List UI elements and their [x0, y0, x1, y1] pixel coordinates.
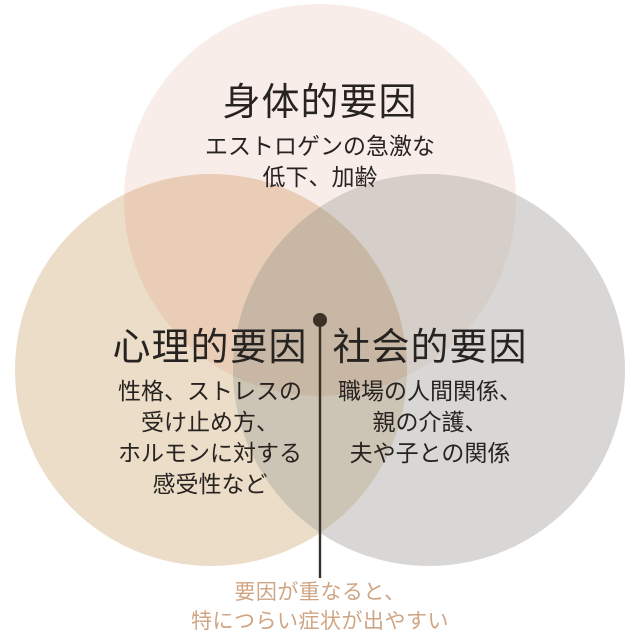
circle-body-psychological: 性格、ストレスの 受け止め方、 ホルモンに対する 感受性など — [20, 376, 400, 500]
circle-title-physical: 身体的要因 — [222, 82, 418, 124]
circle-title-psychological: 心理的要因 — [112, 327, 308, 369]
caption-line: 要因が重なると、 — [234, 581, 406, 604]
body-line: 職場の人間関係、 — [338, 378, 522, 404]
caption-line: 特につらい症状が出やすい — [191, 610, 449, 633]
diagram-caption: 要因が重なると、 特につらい症状が出やすい — [0, 578, 640, 636]
body-line: ホルモンに対する — [118, 440, 302, 466]
body-line: 低下、加齢 — [262, 164, 378, 190]
body-line: 受け止め方、 — [141, 409, 279, 435]
body-line: 性格、ストレスの — [118, 378, 302, 404]
body-line: エストロゲンの急激な — [205, 133, 435, 159]
circle-body-physical: エストロゲンの急激な 低下、加齢 — [130, 131, 510, 193]
body-line: 感受性など — [152, 471, 268, 497]
label-group-physical: 身体的要因 エストロゲンの急激な 低下、加齢 — [130, 80, 510, 193]
body-line: 親の介護、 — [372, 409, 488, 435]
circle-title-social: 社会的要因 — [332, 327, 528, 369]
label-group-social: 社会的要因 職場の人間関係、 親の介護、 夫や子との関係 — [240, 325, 620, 469]
center-intersection-dot — [313, 313, 327, 327]
overlap-triple — [233, 174, 407, 396]
label-group-psychological: 心理的要因 性格、ストレスの 受け止め方、 ホルモンに対する 感受性など — [20, 325, 400, 500]
body-line: 夫や子との関係 — [349, 440, 511, 466]
circle-body-social: 職場の人間関係、 親の介護、 夫や子との関係 — [240, 376, 620, 469]
